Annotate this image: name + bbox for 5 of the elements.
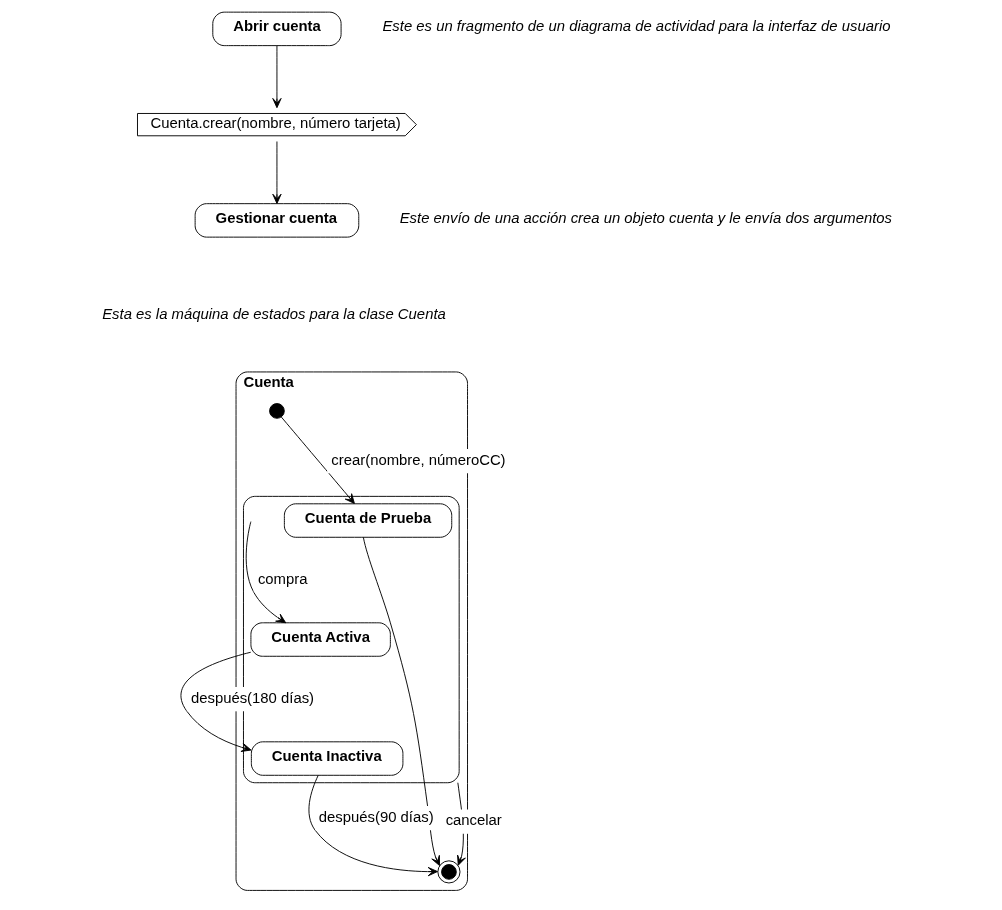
label: Este es un fragmento de un diagrama de actividad para la interfaz de usuario — [382, 18, 891, 35]
edge-label: después(90 días) — [318, 808, 434, 825]
label: Este envío de una acción crea un objeto cuenta y le envía dos argumentos — [399, 210, 893, 226]
edge-label: compra — [257, 570, 308, 587]
label: Esta es la máquina de estados para la clase Cuenta — [102, 305, 446, 322]
